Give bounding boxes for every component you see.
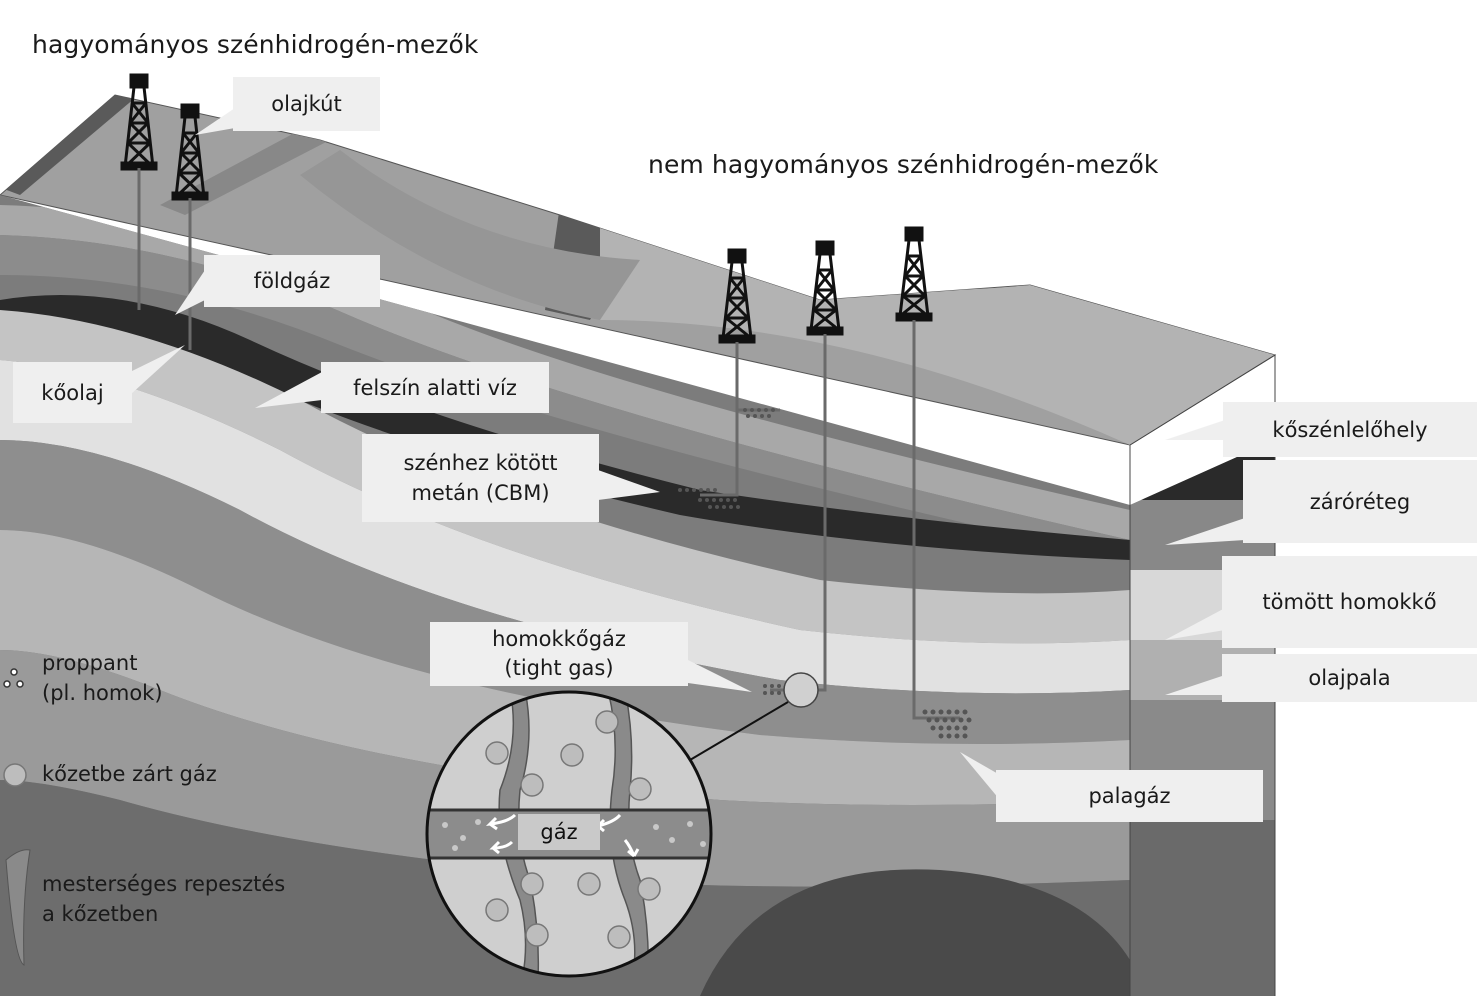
derrick-4 xyxy=(806,240,844,336)
legend-trapped-gas: kőzetbe zárt gáz xyxy=(42,762,217,786)
derrick-2 xyxy=(171,103,209,201)
callout-groundwater: felszín alatti víz xyxy=(321,362,549,413)
proppant-clusters xyxy=(678,408,972,739)
callout-natural-gas: földgáz xyxy=(204,255,380,307)
callout-coal-seam: kőszénlelőhely xyxy=(1223,402,1477,457)
callout-oil-well: olajkút xyxy=(233,77,380,131)
trapped-gas-icon xyxy=(3,763,27,787)
heading-unconventional-fields: nem hagyományos szénhidrogén-mezők xyxy=(648,150,1159,179)
legend-fracture-line1: mesterséges repesztés xyxy=(42,872,286,896)
derrick-3 xyxy=(718,248,756,344)
oil-well-derricks xyxy=(120,73,933,344)
cluster-cbm xyxy=(678,488,740,509)
fracture-icon xyxy=(5,849,31,966)
proppant-icon xyxy=(3,668,24,688)
magnifier-origin xyxy=(783,672,819,708)
callout-cbm-line1: szénhez kötött xyxy=(403,451,558,475)
derrick-5 xyxy=(895,226,933,322)
legend-icons xyxy=(3,668,31,966)
callout-tight-sandstone: tömött homokkő xyxy=(1222,556,1477,648)
callout-tight-gas-line1: homokkőgáz xyxy=(492,627,626,651)
cluster-coal-upper xyxy=(743,408,775,418)
callout-coalbed-methane: szénhez kötött metán (CBM) xyxy=(362,434,599,522)
callout-tight-gas-line2: (tight gas) xyxy=(504,656,614,680)
callout-cbm-line2: metán (CBM) xyxy=(411,481,550,505)
callout-tight-gas: homokkőgáz (tight gas) xyxy=(430,622,688,686)
callout-cap-rock: záróréteg xyxy=(1243,460,1477,543)
callout-oil-shale: olajpala xyxy=(1222,654,1477,702)
magnifier-gas-label: gáz xyxy=(518,814,600,850)
magnifier-connector xyxy=(689,701,789,761)
callout-pointers xyxy=(130,108,1245,800)
legend-proppant-line1: proppant xyxy=(42,651,138,675)
derrick-1 xyxy=(120,73,158,171)
callout-shale-gas: palagáz xyxy=(996,770,1263,822)
cluster-shale xyxy=(922,709,972,739)
legend-fracture-line2: a kőzetben xyxy=(42,902,159,926)
callout-crude-oil: kőolaj xyxy=(13,362,132,423)
legend-proppant: proppant (pl. homok) xyxy=(42,648,163,708)
heading-conventional-fields: hagyományos szénhidrogén-mezők xyxy=(32,30,479,59)
legend-fracture: mesterséges repesztés a kőzetben xyxy=(42,869,285,929)
legend-proppant-line2: (pl. homok) xyxy=(42,681,163,705)
